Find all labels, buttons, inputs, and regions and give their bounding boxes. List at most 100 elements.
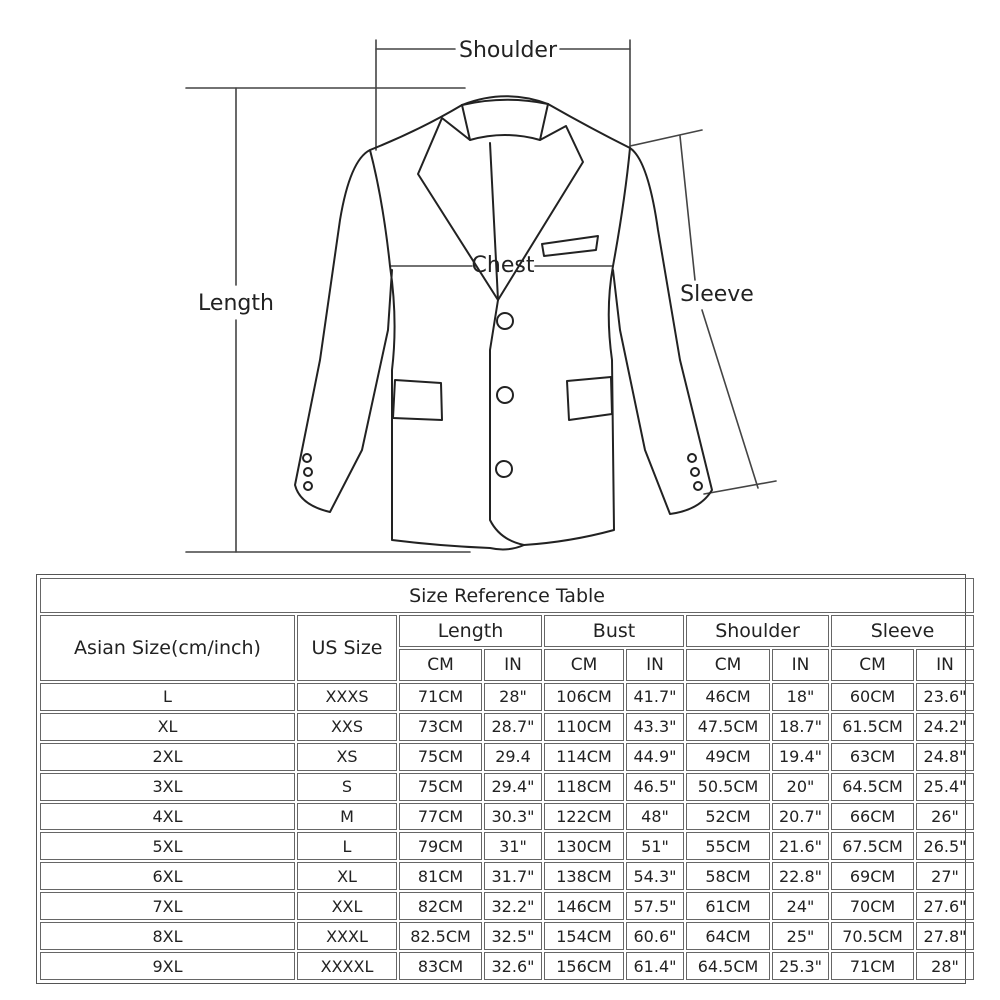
us-size-cell: XXL [297, 892, 397, 921]
bust-in-cell: 60.6" [626, 922, 684, 951]
shoulder-cm-cell: 49CM [686, 742, 770, 771]
shoulder-cm-cell: 58CM [686, 862, 770, 891]
size-reference-table: Size Reference Table Asian Size(cm/inch)… [36, 574, 975, 984]
sleeve-in-cell: 25.4" [916, 772, 975, 801]
front-button-middle [496, 386, 514, 404]
shoulder-cm-cell: 50.5CM [686, 772, 770, 801]
sleeve-in-cell: 27.6" [916, 892, 975, 921]
length-cm-cell: 77CM [399, 802, 482, 831]
length-cm-cell: 82CM [399, 892, 482, 921]
shoulder-cm-cell: 61CM [686, 892, 770, 921]
shoulder-in-cell: 24" [772, 892, 829, 921]
us-size-cell: L [297, 832, 397, 861]
right-lapel [497, 103, 584, 301]
length-in-cell: 29.4 [484, 742, 542, 771]
shoulder-cm-cell: 52CM [686, 802, 770, 831]
asian-size-cell: 8XL [40, 922, 295, 951]
sleeve-cm-cell: 67.5CM [831, 832, 914, 861]
length-cm-cell: 75CM [399, 772, 482, 801]
bust-cm-cell: 110CM [544, 712, 624, 741]
length-cm-cell: 81CM [399, 862, 482, 891]
bust-cm-cell: 114CM [544, 742, 624, 771]
us-size-cell: XXS [297, 712, 397, 741]
shoulder-in-cell: 25.3" [772, 952, 829, 980]
sleeve-in-cell: 28" [916, 952, 975, 980]
asian-size-cell: XL [40, 712, 295, 741]
length-in-cell: 32.2" [484, 892, 542, 921]
unit-cm: CM [831, 648, 914, 681]
us-size-cell: M [297, 802, 397, 831]
length-cm-cell: 71CM [399, 682, 482, 711]
asian-size-cell: 4XL [40, 802, 295, 831]
sleeve-in-cell: 24.8" [916, 742, 975, 771]
shoulder-in-cell: 21.6" [772, 832, 829, 861]
length-in-cell: 29.4" [484, 772, 542, 801]
us-size-cell: XXXL [297, 922, 397, 951]
bust-cm-cell: 122CM [544, 802, 624, 831]
right-hip-pocket [566, 376, 613, 421]
length-cm-cell: 73CM [399, 712, 482, 741]
sleeve-cm-cell: 64.5CM [831, 772, 914, 801]
shoulder-in-cell: 18" [772, 682, 829, 711]
length-in-cell: 28.7" [484, 712, 542, 741]
sleeve-cm-cell: 70CM [831, 892, 914, 921]
unit-cm: CM [686, 648, 770, 681]
bust-in-cell: 51" [626, 832, 684, 861]
bust-cm-cell: 118CM [544, 772, 624, 801]
asian-size-cell: 5XL [40, 832, 295, 861]
bust-in-cell: 41.7" [626, 682, 684, 711]
asian-size-cell: 6XL [40, 862, 295, 891]
asian-size-cell: 2XL [40, 742, 295, 771]
asian-size-cell: 9XL [40, 952, 295, 980]
sleeve-in-cell: 27" [916, 862, 975, 891]
shoulder-in-cell: 22.8" [772, 862, 829, 891]
length-in-cell: 31.7" [484, 862, 542, 891]
bust-cm-cell: 106CM [544, 682, 624, 711]
jacket-measurement-diagram: Shoulder Chest Length Sleeve [185, 38, 777, 553]
bust-in-cell: 44.9" [626, 742, 684, 771]
unit-in: IN [484, 648, 542, 681]
length-in-cell: 32.5" [484, 922, 542, 951]
length-in-cell: 30.3" [484, 802, 542, 831]
shoulder-cm-cell: 46CM [686, 682, 770, 711]
sleeve-in-cell: 24.2" [916, 712, 975, 741]
us-size-cell: XXXS [297, 682, 397, 711]
header-us-size: US Size [297, 615, 397, 681]
bust-in-cell: 54.3" [626, 862, 684, 891]
sleeve-cm-cell: 71CM [831, 952, 914, 980]
header-shoulder: Shoulder [686, 615, 829, 647]
header-sleeve: Sleeve [831, 615, 975, 647]
sleeve-label: Sleeve [680, 282, 754, 307]
bust-cm-cell: 130CM [544, 832, 624, 861]
chest-label: Chest [472, 253, 535, 278]
sleeve-cm-cell: 60CM [831, 682, 914, 711]
header-bust: Bust [544, 615, 684, 647]
bust-cm-cell: 154CM [544, 922, 624, 951]
shoulder-in-cell: 19.4" [772, 742, 829, 771]
length-in-cell: 32.6" [484, 952, 542, 980]
us-size-cell: XXXXL [297, 952, 397, 980]
bust-in-cell: 46.5" [626, 772, 684, 801]
sleeve-cm-cell: 63CM [831, 742, 914, 771]
sleeve-cm-cell: 66CM [831, 802, 914, 831]
shoulder-cm-cell: 64.5CM [686, 952, 770, 980]
sleeve-in-cell: 27.8" [916, 922, 975, 951]
us-size-cell: XL [297, 862, 397, 891]
length-in-cell: 31" [484, 832, 542, 861]
shoulder-in-cell: 25" [772, 922, 829, 951]
shoulder-cm-cell: 47.5CM [686, 712, 770, 741]
shoulder-cm-cell: 55CM [686, 832, 770, 861]
sleeve-cm-cell: 61.5CM [831, 712, 914, 741]
sleeve-cm-cell: 70.5CM [831, 922, 914, 951]
sleeve-in-cell: 26.5" [916, 832, 975, 861]
bust-cm-cell: 138CM [544, 862, 624, 891]
front-button-bottom [495, 460, 513, 478]
